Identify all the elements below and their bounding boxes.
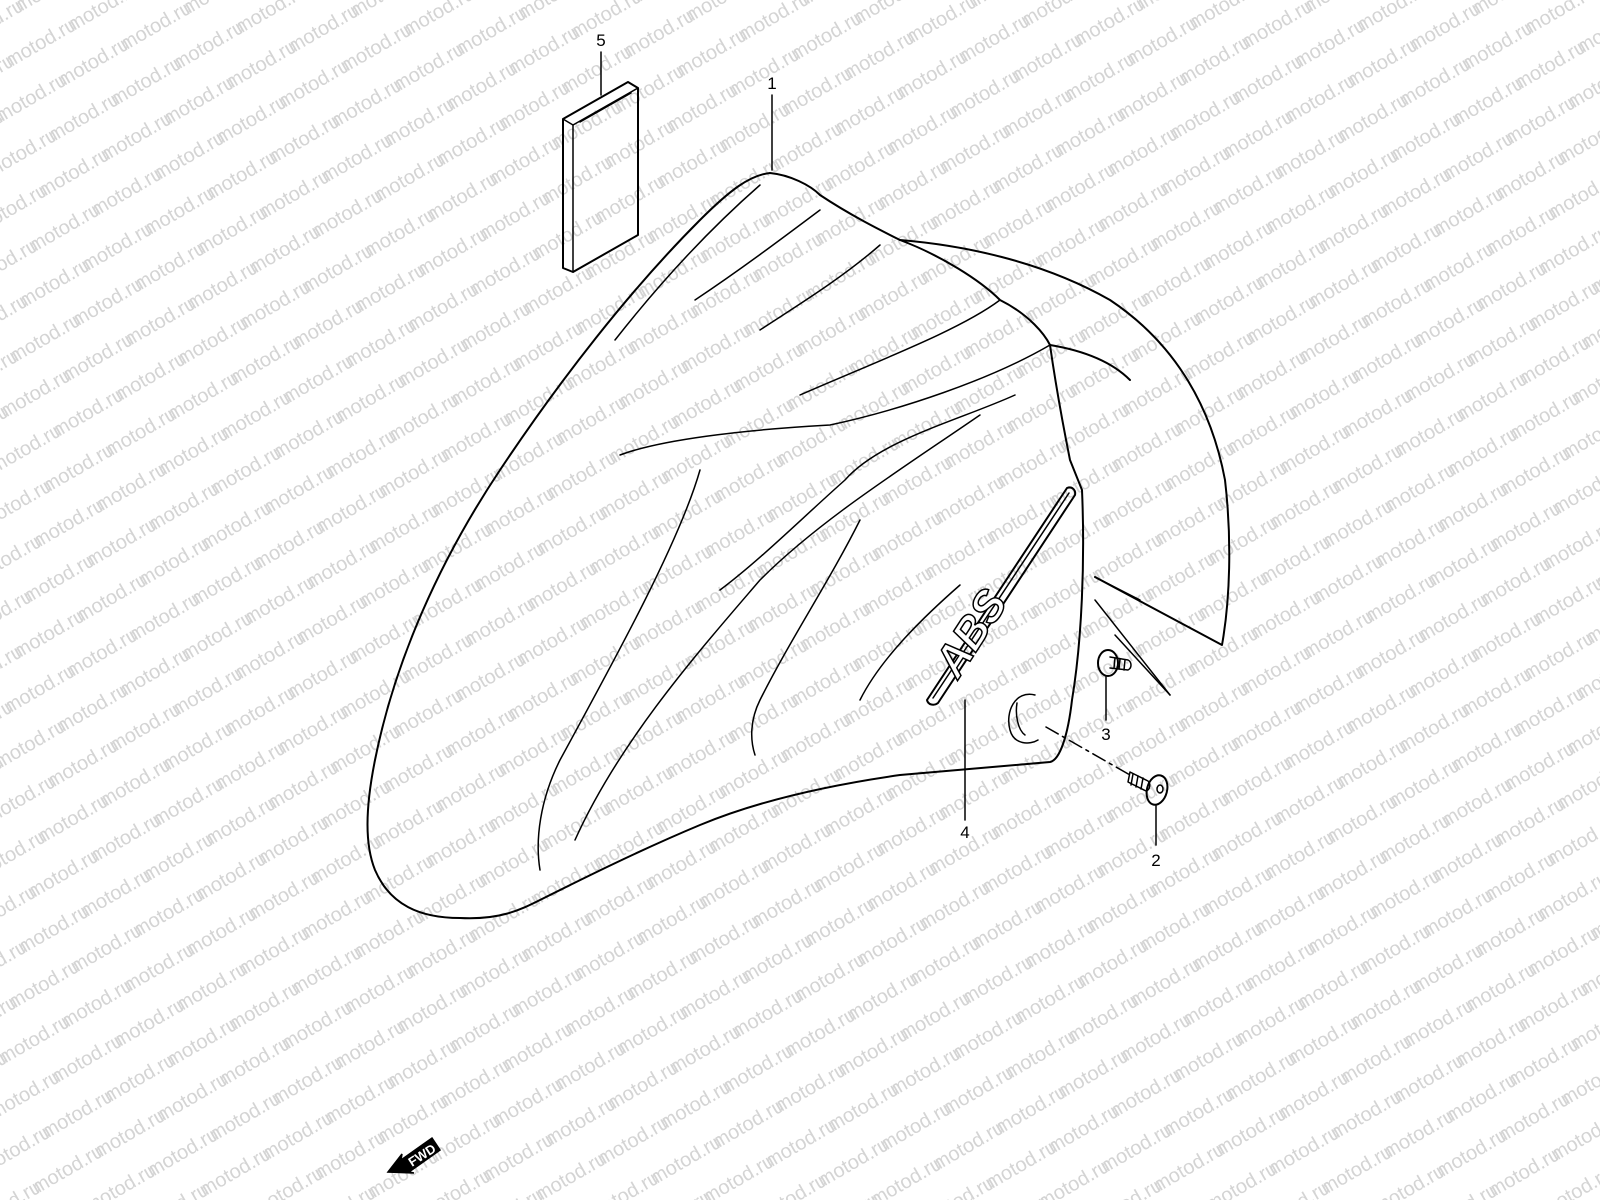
part-3-screw[interactable]	[1097, 649, 1132, 677]
assembly-line	[1045, 726, 1131, 776]
part-number-3: 3	[1101, 725, 1110, 744]
fwd-direction-arrow: FWD	[386, 1136, 442, 1174]
part-2-screw[interactable]	[1127, 771, 1171, 807]
part-number-5: 5	[596, 31, 605, 50]
part-5-pad[interactable]	[562, 81, 639, 273]
part-number-1: 1	[767, 74, 776, 93]
part-number-4: 4	[960, 823, 969, 842]
emblem-text: ABS	[925, 581, 1017, 686]
part-number-2: 2	[1151, 851, 1160, 870]
part-1-fender[interactable]	[366, 172, 1231, 920]
